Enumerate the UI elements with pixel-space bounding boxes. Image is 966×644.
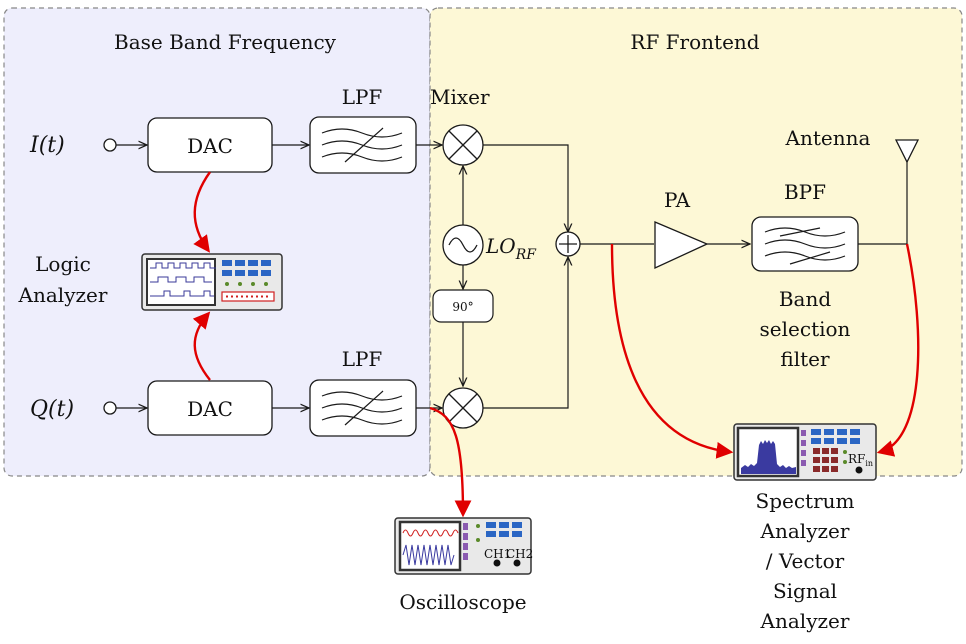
- spectrum-label-2: Analyzer: [760, 519, 850, 543]
- probe-dac-i-to-logic: [193, 171, 211, 253]
- spectrum-analyzer-icon: RFin: [733, 423, 877, 481]
- dac-q-label: DAC: [187, 397, 233, 421]
- bpf-block: [751, 216, 859, 272]
- lpf-q-label: LPF: [342, 347, 383, 371]
- probe-connections: [192, 171, 920, 518]
- spectrum-label-5: Analyzer: [760, 609, 850, 633]
- probe-antenna-to-spectrum: [876, 243, 920, 457]
- bpf-desc-1: Band: [779, 287, 832, 311]
- input-q-label: Q(t): [30, 397, 74, 422]
- dac-i-label: DAC: [187, 134, 233, 158]
- lo-oscillator: [442, 224, 484, 266]
- spectrum-label-1: Spectrum: [756, 489, 855, 513]
- spectrum-port: RFin: [848, 452, 873, 468]
- bpf-label: BPF: [784, 180, 826, 204]
- oscilloscope-icon: CH1 CH2: [394, 517, 533, 575]
- mixer-i: [442, 124, 484, 166]
- pa-label: PA: [664, 188, 691, 212]
- probe-dac-q-to-logic: [192, 311, 211, 381]
- logic-analyzer-icon: [141, 253, 283, 311]
- probe-summer-to-spectrum: [610, 243, 734, 459]
- scope-ch1: CH1: [484, 547, 511, 561]
- lpf-q-block: [309, 379, 417, 437]
- input-i-terminal: [103, 138, 117, 152]
- lpf-i-block: [309, 116, 417, 174]
- lo-label: LORF: [485, 234, 537, 263]
- spectrum-label-4: Signal: [773, 579, 837, 603]
- lpf-i-label: LPF: [342, 85, 383, 109]
- antenna-label: Antenna: [785, 126, 871, 150]
- input-i-label: I(t): [29, 133, 65, 158]
- antenna-icon: [894, 139, 920, 164]
- baseband-title: Base Band Frequency: [114, 30, 337, 54]
- bpf-desc-3: filter: [780, 347, 830, 371]
- summer: [555, 231, 581, 257]
- bpf-desc-2: selection: [760, 317, 851, 341]
- lo-subscript: RF: [515, 247, 538, 263]
- logic-label-2: Analyzer: [18, 283, 108, 307]
- oscilloscope-label: Oscilloscope: [399, 590, 526, 614]
- probe-lpf-q-to-scope: [429, 406, 472, 518]
- mixer-label: Mixer: [430, 85, 490, 109]
- pa-amplifier: [654, 221, 709, 270]
- logic-label-1: Logic: [35, 252, 91, 276]
- scope-ch2: CH2: [506, 547, 533, 561]
- phase-shifter-label: 90°: [452, 300, 473, 314]
- rf-frontend-title: RF Frontend: [630, 30, 759, 54]
- spectrum-label-3: / Vector: [766, 549, 845, 573]
- input-q-terminal: [103, 401, 117, 415]
